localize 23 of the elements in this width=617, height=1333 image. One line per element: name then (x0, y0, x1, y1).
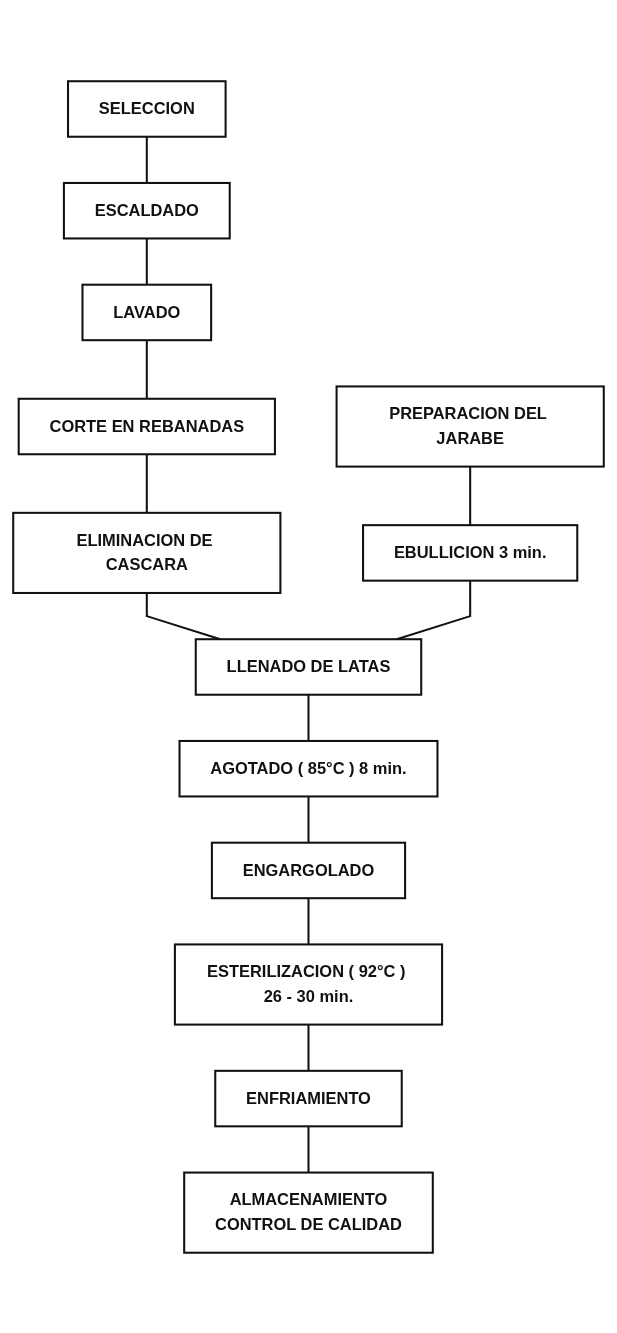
connector (307, 1024, 310, 1071)
node-box: SELECCION (67, 79, 227, 138)
connector (469, 466, 472, 525)
connector (145, 238, 148, 285)
connector (145, 136, 148, 183)
connector (307, 897, 310, 944)
node-box: LLENADO DE LATAS (194, 637, 423, 696)
connector (307, 795, 310, 843)
node-box: CORTE EN REBANADAS (17, 397, 276, 455)
node-box: ESCALDADO (62, 181, 231, 239)
connector (145, 339, 148, 399)
node-box: AGOTADO ( 85°C ) 8 min. (178, 739, 439, 797)
connector (307, 694, 310, 741)
node-box: EBULLICION 3 min. (362, 523, 579, 582)
node-box: PREPARACION DEL JARABE (335, 384, 605, 468)
connector (145, 453, 148, 513)
connector (307, 1125, 310, 1173)
node-box: LAVADO (81, 283, 213, 341)
node-box: ESTERILIZACION ( 92°C ) 26 - 30 min. (173, 942, 444, 1026)
node-box: ENGARGOLADO (210, 841, 407, 899)
node-box: ENFRIAMIENTO (214, 1069, 403, 1127)
node-box: ELIMINACION DE CASCARA (12, 511, 282, 594)
node-box: ALMACENAMIENTO CONTROL DE CALIDAD (183, 1171, 434, 1254)
